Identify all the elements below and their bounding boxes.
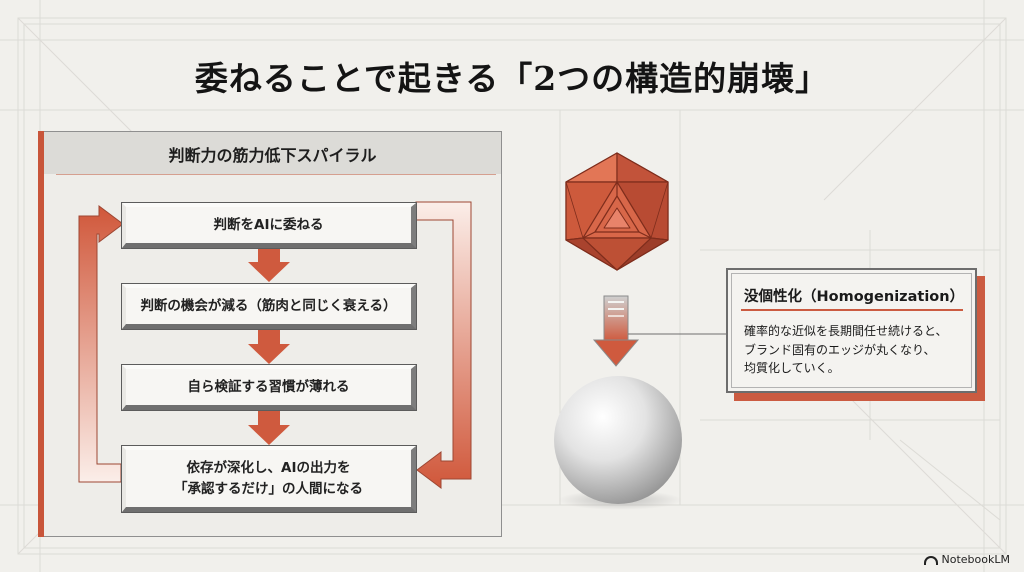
spiral-panel-title-underline [56, 174, 496, 175]
icosahedron-shape [565, 152, 669, 271]
homogenization-title-underline [741, 309, 963, 311]
homogenization-box [726, 268, 977, 393]
notebooklm-logo-icon [923, 556, 938, 565]
spiral-step-2: 判断の機会が減る（筋肉と同じく衰える） [121, 283, 417, 330]
homogenization-body-line-1: 確率的な近似を長期間任せ続けると、 [744, 324, 948, 338]
transform-down-arrow [592, 295, 640, 367]
homogenization-title: 没個性化（Homogenization） [744, 289, 965, 305]
feedback-arrow-right [415, 201, 472, 489]
spiral-step-2-text: 判断の機会が減る（筋肉と同じく衰える） [140, 297, 397, 314]
spiral-step-3: 自ら検証する習慣が薄れる [121, 364, 417, 411]
feedback-arrow-left [78, 205, 124, 483]
brand-label: NotebookLM [941, 553, 1010, 566]
down-arrow-3 [248, 411, 290, 445]
brand-watermark: NotebookLM [923, 553, 1010, 566]
homogenization-body-line-3: 均質化していく。 [744, 361, 840, 376]
down-arrow-1 [248, 249, 290, 282]
sphere-shape [554, 376, 682, 504]
spiral-panel-title: 判断力の筋力低下スパイラル [168, 146, 377, 165]
homogenization-body: 確率的な近似を長期間任せ続けると、 ブランド固有のエッジが丸くなり、 均質化して… [744, 322, 972, 378]
down-arrow-2 [248, 330, 290, 364]
homogenization-body-line-2: ブランド固有のエッジが丸くなり、 [744, 342, 936, 357]
spiral-step-4-text-line-2: 「承認するだけ」の人間になる [174, 480, 363, 497]
spiral-panel-header [44, 132, 501, 174]
spiral-step-3-text: 自ら検証する習慣が薄れる [187, 378, 350, 395]
homogenization-box-inner-frame [731, 273, 972, 388]
spiral-step-4: 依存が深化し、AIの出力を 「承認するだけ」の人間になる [121, 445, 417, 513]
spiral-step-1-text: 判断をAIに委ねる [213, 216, 324, 233]
spiral-step-1: 判断をAIに委ねる [121, 202, 417, 249]
spiral-step-4-text-line-1: 依存が深化し、AIの出力を [186, 459, 351, 476]
slide-title: 委ねることで起きる「2つの構造的崩壊」 [194, 59, 830, 98]
spiral-panel-accent-bar [38, 131, 44, 537]
